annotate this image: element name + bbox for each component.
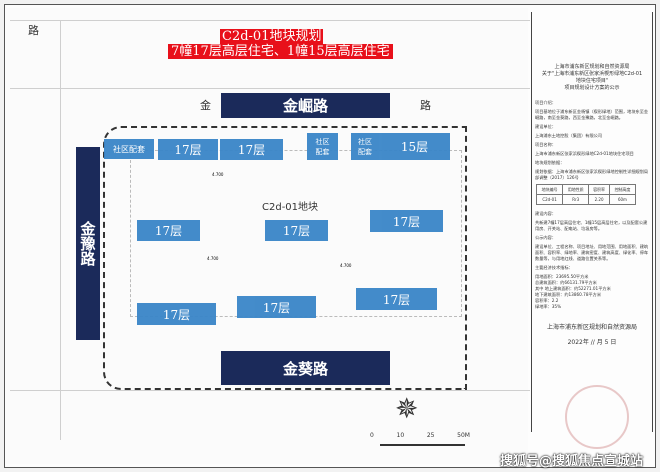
text: 共新建7幢17层高层住宅、1幢15层高层住宅，以及配套公建用房、开关站、配电站、…: [535, 220, 648, 231]
panel-authority: 上海市浦东新区规划和自然资源局: [554, 64, 630, 70]
text: 上海浦东土地控股（集团）有限公司: [535, 133, 603, 138]
text: 建设单位、工程名称、项目地址、用地范围、用地面积、建筑面积、容积率、绿地率、建筑…: [535, 244, 649, 261]
road-label: 金: [200, 99, 211, 112]
building-17f: 17层: [356, 288, 437, 310]
indicator: 容积率：2.2: [535, 298, 559, 303]
panel-date: 2022年 // 月 5 日: [567, 339, 617, 346]
panel-heading: 项目规划设计方案的公示: [564, 85, 620, 91]
parcel-label: C2d-01地块: [262, 202, 319, 213]
plan-title: C2d-01地块规划: [220, 29, 324, 44]
th: 地块编号: [535, 184, 564, 195]
label: 主要经济技术指标：: [535, 265, 573, 270]
road-banner-north: 金崛路: [221, 93, 390, 118]
building-community: 社区 配套: [351, 133, 379, 160]
td: Rr3: [562, 194, 590, 205]
elevation-marker: 4.700: [207, 256, 219, 261]
elevation-marker: 4.700: [340, 263, 352, 268]
road-line: [10, 88, 530, 89]
plan-subtitle: 7幢17层高层住宅、1幢15层高层住宅: [168, 44, 393, 59]
building-17f: 17层: [370, 210, 443, 232]
panel-heading: 关于"上海市浦东新区张家浜楔形绿地C2d-01: [541, 71, 643, 77]
td: 60m: [608, 194, 637, 205]
th: 用地性质: [562, 184, 590, 195]
scale-tick: 10: [396, 432, 405, 439]
parcel-boundary: [103, 126, 467, 390]
th: 容积率: [588, 184, 610, 195]
road-label: 路: [28, 24, 39, 37]
scale-tick: 25: [426, 432, 435, 439]
td: C2d-01: [535, 194, 564, 205]
indicator: 其中 地上建筑面积：约52271.01平方米: [535, 286, 611, 291]
text: 规划依据：上海市浦东新区张家浜楔形绿地控制性详细规划局部调整（2017）126号: [535, 169, 649, 180]
text: 项目基地位于浦东新区金杨镇（楔形绿地）范围，地块东至金崛路，南至金葵路，西至金豫…: [535, 109, 649, 120]
building-17f: 17层: [265, 220, 328, 241]
label: 公示内容：: [535, 235, 556, 240]
td: 2.20: [588, 194, 610, 205]
official-seal: [565, 385, 629, 449]
road-banner-south: 金葵路: [221, 351, 390, 385]
building-17f: 17层: [158, 139, 218, 160]
building-17f: 17层: [237, 296, 316, 318]
scale-tick: 0: [370, 432, 374, 439]
label: 建设内容：: [535, 211, 556, 216]
watermark: 搜狐号@搜狐焦点宣城站: [500, 454, 644, 469]
elevation-marker: 4.700: [212, 172, 224, 177]
indicator: 用地面积：23695.50平方米: [535, 274, 589, 279]
label: 地块规划依据：: [535, 160, 565, 165]
scale-tick: 50M: [457, 432, 470, 439]
indicator: 地下建筑面积：约13860.78平方米: [535, 292, 602, 297]
building-15f: 15层: [379, 133, 450, 160]
label: 项目名称：: [535, 142, 556, 147]
building-community: 社区配套: [104, 139, 154, 159]
panel-signature: 上海市浦东新区规划和自然资源局: [546, 324, 637, 331]
label: 项目介绍：: [535, 100, 556, 105]
compass-rose-icon: ✵: [395, 392, 419, 425]
road-banner-west: 金豫路: [76, 147, 100, 340]
building-17f: 17层: [220, 139, 283, 160]
notice-panel: 上海市浦东新区规划和自然资源局 关于"上海市浦东新区张家浜楔形绿地C2d-01 …: [531, 12, 653, 432]
building-17f: 17层: [137, 303, 216, 325]
panel-heading: 地块住宅项目": [575, 78, 609, 84]
building-community: 社区 配套: [307, 133, 338, 160]
indicator: 总建筑面积：约66131.79平方米: [535, 280, 597, 285]
text: 上海市浦东新区张家浜楔形绿地C2d-01地块住宅项目: [535, 151, 634, 156]
road-line: [10, 20, 530, 21]
road-line: [60, 20, 61, 440]
road-line: [10, 390, 530, 391]
road-label: 路: [420, 99, 431, 112]
scale-line: [380, 444, 465, 446]
scale-bar: 0 10 25 50M: [370, 432, 470, 439]
indicator: 绿地率：35%: [535, 304, 562, 309]
th: 控制高度: [608, 184, 637, 195]
building-17f: 17层: [137, 220, 200, 241]
label: 建设单位：: [535, 124, 556, 129]
